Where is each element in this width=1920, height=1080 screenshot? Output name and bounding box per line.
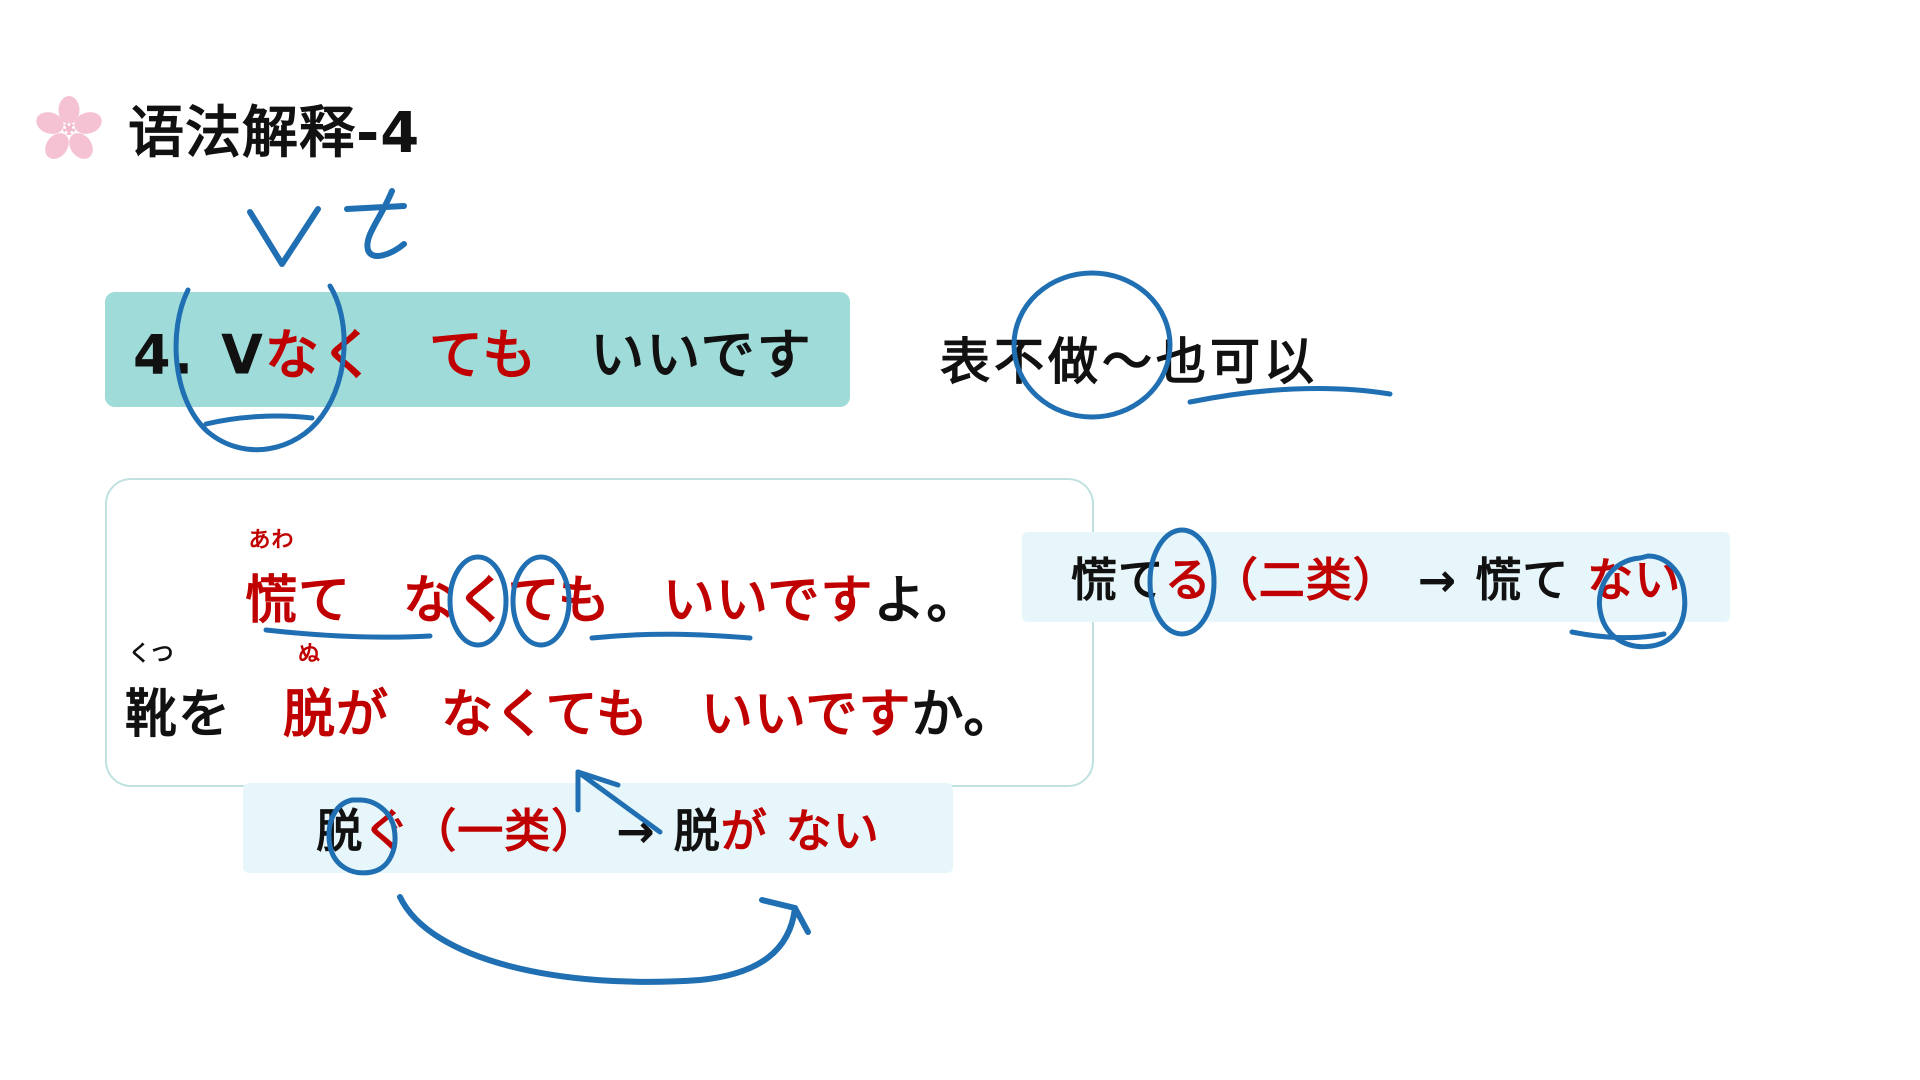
conj-bottom-arrow: →: [616, 804, 656, 858]
page-title: 语法解释-4: [128, 101, 421, 166]
conj-bottom-result-nai: ない: [785, 804, 880, 858]
pattern-number: 4.: [133, 323, 196, 386]
conj-right-group: （二类）: [1211, 553, 1400, 607]
handwritten-v-mark: [247, 206, 321, 267]
conj-bottom-ending: ぐ: [363, 804, 411, 858]
sentence2-iidesu: いいです: [700, 685, 912, 745]
example-sentence-1: あわ慌てなくてもいいですよ。: [245, 528, 980, 633]
sentence1-iidesu: いいです: [662, 571, 874, 631]
sentence2-nakutemo: なくても: [441, 685, 649, 745]
underline-under-v-naku: [203, 413, 315, 427]
conj-right-result-stem: 慌て: [1475, 553, 1570, 607]
conjugation-bottom-text: 脱ぐ（一类）→脱がない: [243, 795, 953, 861]
sentence1-nakutemo: なくても: [403, 571, 611, 631]
grammar-pattern-text: 4. Vなくてもいいです: [133, 310, 813, 389]
ruby-awate: あわ慌: [245, 528, 299, 633]
handwritten-te-mark: [344, 188, 407, 259]
conjugation-box-right: 慌てる（二类）→慌てない: [1022, 532, 1730, 622]
conj-bottom-result-stem: 脱: [673, 804, 721, 858]
conj-right-arrow: →: [1417, 553, 1458, 607]
sentence2-wo: を: [178, 685, 232, 745]
ruby-kutsu: くつ靴: [125, 642, 179, 747]
conjugation-right-text: 慌てる（二类）→慌てない: [1022, 544, 1730, 610]
ruby-nu: ぬ脱: [283, 642, 337, 747]
sentence1-te: て: [298, 571, 352, 631]
sakura-flower-icon: [36, 95, 102, 162]
pattern-naku: なく: [264, 323, 377, 386]
conj-bottom-stem: 脱: [316, 804, 364, 858]
chinese-meaning-note: 表不做〜也可以: [940, 333, 1318, 391]
conj-right-stem: 慌て: [1070, 553, 1165, 607]
conj-right-result-nai: ない: [1587, 553, 1682, 607]
kanji-kutsu: 靴: [125, 685, 179, 745]
furigana-kutsu: くつ: [128, 642, 175, 667]
sentence1-tail: よ。: [873, 571, 980, 631]
furigana-awa: あわ: [248, 528, 295, 553]
underline-under-nai-right: [1569, 629, 1667, 641]
pattern-temo: ても: [428, 323, 539, 386]
grammar-pattern-banner: 4. Vなくてもいいです: [105, 292, 850, 407]
pattern-v: V: [221, 323, 265, 386]
furigana-nu: ぬ: [298, 642, 322, 667]
conj-bottom-group: （一类）: [410, 804, 599, 858]
example-sentence-2: くつ靴をぬ脱がなくてもいいですか。: [125, 642, 1017, 747]
slide-title-row: 语法解释-4: [36, 88, 420, 169]
sentence2-ga: が: [336, 685, 390, 745]
kanji-nugu: 脱: [283, 685, 337, 745]
long-curve-arrow-head: [759, 897, 811, 935]
conj-bottom-result-particle: が: [720, 804, 768, 858]
conjugation-box-bottom: 脱ぐ（一类）→脱がない: [243, 783, 953, 873]
kanji-awa: 慌: [245, 571, 299, 631]
long-curve-arrow-shaft: [397, 894, 798, 985]
pattern-iidesu: いいです: [590, 323, 813, 386]
sentence2-tail: か。: [911, 685, 1017, 745]
conj-right-ending: る: [1164, 553, 1212, 607]
